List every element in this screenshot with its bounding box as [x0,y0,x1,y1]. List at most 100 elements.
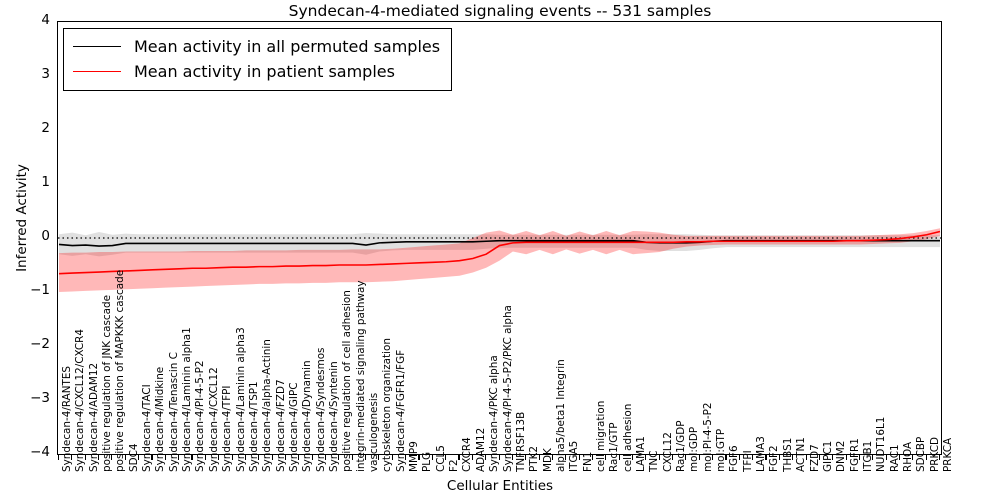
x-tick-label: Syndecan-4/CXCL12 [207,367,220,472]
x-tick-mark [498,455,500,460]
x-tick-label: vasculogenesis [368,392,380,472]
x-tick-mark [485,455,487,460]
x-tick-label: Syndecan-4/RANTES [61,365,73,472]
chart-title: Syndecan-4-mediated signaling events -- … [288,2,712,20]
x-tick-mark [231,455,233,460]
x-tick-label: RHOA [901,441,914,472]
x-tick-mark [872,455,874,460]
x-tick-label: Syndecan-4/Syntenin [327,361,340,472]
x-tick-mark [178,455,180,460]
x-tick-mark [418,455,420,460]
y-tick-label: 0 [41,228,50,244]
x-tick-mark [778,455,780,460]
x-tick-label: PRKCA [942,437,954,472]
x-tick-label: alpha5/beta1 Integrin [554,359,567,472]
x-tick-label: Syndecan-4/GIPC [287,382,300,472]
x-tick-mark [525,455,527,460]
x-tick-label: Rac1/GDP [675,420,688,472]
x-tick-label: Syndecan-4/alpha-Actinin [261,339,274,472]
x-tick-label: CXCR4 [461,437,474,472]
x-tick-mark [244,455,246,460]
legend-item: Mean activity in all permuted samples [73,34,440,59]
x-tick-mark [645,455,647,460]
x-tick-label: Syndecan-4/PKC alpha [488,355,501,472]
x-tick-mark [618,455,620,460]
x-tick-label: FZD7 [808,444,821,472]
x-tick-mark [698,455,700,460]
x-tick-mark [765,455,767,460]
x-tick-label: FGF6 [728,445,741,472]
y-tick-label: 3 [41,66,50,82]
chart-legend: Mean activity in all permuted samples Me… [63,28,453,91]
x-tick-mark [591,455,594,460]
x-tick-mark [298,455,300,460]
x-tick-mark [84,455,86,460]
x-tick-label: ITGA5 [568,440,581,472]
y-tick-label: 4 [41,12,50,28]
x-tick-label: Syndecan-4/PI-4-5-P2 [194,360,207,472]
x-tick-mark [405,455,407,460]
x-tick-label: GIPC1 [821,440,834,472]
x-tick-label: MDK [541,448,554,472]
x-tick-mark [792,455,794,460]
x-tick-label: Syndecan-4/Tenascin C [167,352,180,472]
x-tick-mark [752,455,754,460]
x-tick-label: ADAM12 [474,427,487,472]
x-tick-mark [471,455,473,460]
x-tick-mark [712,455,714,460]
x-tick-label: Syndecan-4/Midkine [154,366,167,472]
x-tick-label: cell migration [594,400,607,472]
x-tick-label: Syndecan-4/FZD7 [274,379,287,472]
x-tick-mark [685,455,687,460]
x-tick-mark [578,455,580,460]
x-tick-label: FGFR1 [848,438,861,472]
x-tick-label: ACTN1 [795,437,808,472]
x-tick-mark [365,455,367,460]
x-tick-mark [71,455,73,460]
legend-label-permuted: Mean activity in all permuted samples [134,37,441,56]
x-tick-label: TFPI [741,450,754,472]
x-tick-label: DNM2 [835,440,848,472]
plot-area [57,21,942,455]
x-tick-label: CCL5 [434,445,447,472]
x-tick-label: Syndecan-4/ADAM12 [87,362,100,472]
x-tick-label: SDC4 [127,443,140,472]
legend-label-patient: Mean activity in patient samples [134,62,395,81]
x-tick-mark [939,455,941,460]
x-tick-mark [258,455,260,460]
x-tick-label: positive regulation of cell adhesion [341,290,354,472]
legend-swatch-patient [73,71,121,72]
x-tick-label: Syndecan-4/TFPI [221,385,234,473]
x-tick-label: FGF2 [768,445,781,472]
x-tick-mark [565,455,567,460]
x-tick-label: mol:GDP [688,426,701,472]
x-tick-label: Syndecan-4/FGFR1/FGF [394,349,407,472]
x-tick-label: mol:PI-4-5-P2 [701,402,714,472]
x-tick-mark [124,455,126,460]
x-tick-mark [151,455,153,460]
x-tick-mark [551,455,553,460]
x-tick-label: Syndecan-4/Laminin alpha3 [234,327,247,472]
chart-canvas [58,228,941,292]
x-tick-mark [431,455,433,460]
series-line-patient [58,230,941,275]
x-tick-mark [324,455,327,460]
x-tick-mark [738,455,740,460]
x-tick-mark [832,455,834,460]
x-tick-label: F2 [448,459,461,472]
x-tick-label: ITGB1 [861,440,874,472]
x-tick-label: LAMA3 [755,436,768,472]
x-tick-label: CXCL12 [661,432,674,472]
x-tick-label: RAC1 [888,444,901,472]
x-tick-mark [511,455,513,460]
x-tick-label: TNFRSF13B [514,411,527,472]
x-tick-mark [445,455,447,460]
x-tick-label: Rac1/GTP [608,422,621,472]
x-tick-mark [605,455,607,460]
x-tick-mark [271,455,273,460]
x-tick-mark [204,455,206,460]
x-tick-mark [58,455,60,460]
x-tick-mark [725,455,727,460]
x-tick-label: cytoskeleton organization [381,338,394,472]
